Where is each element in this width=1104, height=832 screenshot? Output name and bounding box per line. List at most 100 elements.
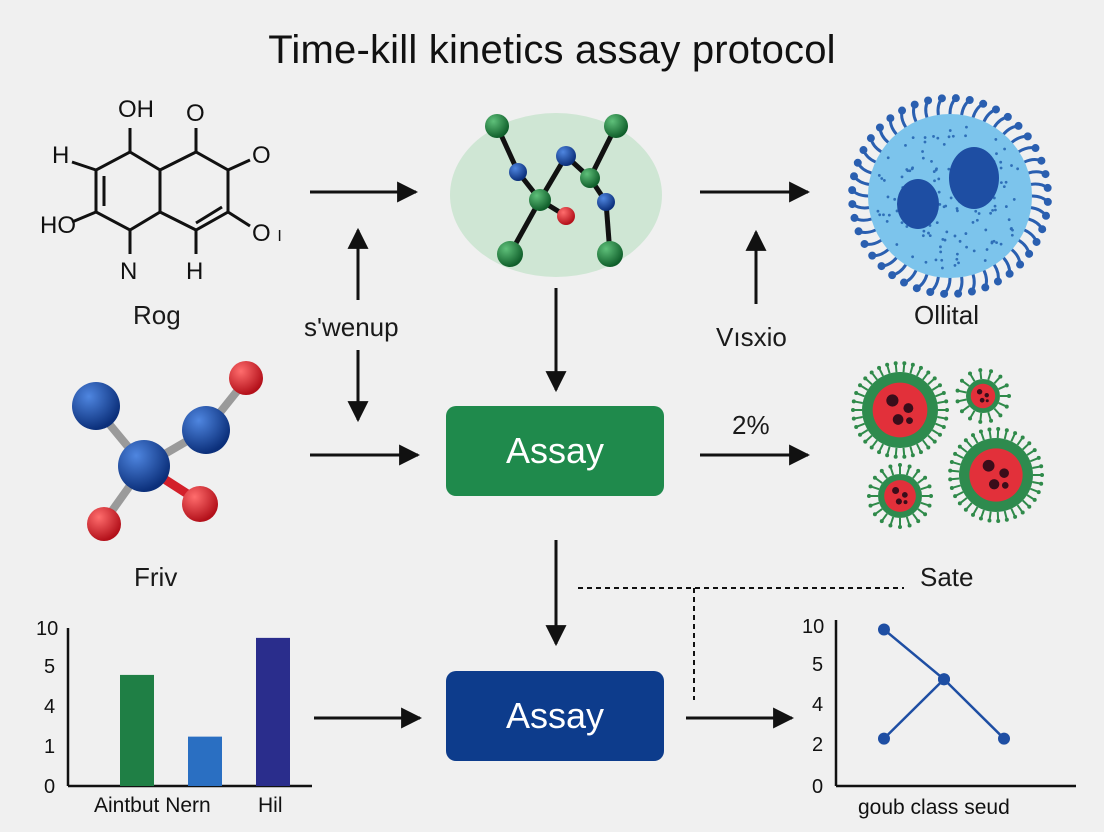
cell-dot xyxy=(984,228,988,232)
cell-dot xyxy=(994,138,998,141)
cell-spike-tip xyxy=(937,94,946,103)
cell-dot xyxy=(1012,198,1016,201)
cell-dot xyxy=(999,166,1003,170)
cell-dot xyxy=(999,181,1003,185)
cell-spike-tip xyxy=(967,287,976,296)
flow-arrows xyxy=(310,181,811,729)
cell-dot xyxy=(964,232,968,235)
atom-label-n: N xyxy=(120,258,138,285)
cell-dot xyxy=(921,234,925,238)
cell-dot xyxy=(983,259,987,262)
cell-dot xyxy=(993,204,997,208)
cell-dot xyxy=(947,167,951,171)
bar-ytick-10: 10 xyxy=(36,618,59,640)
atom-label-h-left: H xyxy=(52,142,70,169)
bar-nern xyxy=(188,736,222,786)
label-vsxio: Vısxio xyxy=(716,322,787,352)
cell-spike-tip xyxy=(954,289,963,298)
cell-dot xyxy=(908,169,912,173)
cell-spike-tip xyxy=(1025,249,1034,258)
cell-spike-tip xyxy=(926,287,935,296)
cell-dot xyxy=(911,255,914,259)
cell-spike-tip xyxy=(1005,269,1014,278)
cell-dot xyxy=(876,209,880,213)
cell-dot xyxy=(910,167,914,171)
bar-hil xyxy=(256,637,290,786)
label-percent: 2% xyxy=(732,410,770,440)
line-ytick-5: 5 xyxy=(812,654,824,676)
cell-dot xyxy=(885,220,889,223)
atom-label-o-right: O xyxy=(252,142,271,169)
cell-dot xyxy=(1002,185,1006,189)
page-title: Time-kill kinetics assay protocol xyxy=(268,28,836,72)
cell-dot xyxy=(955,257,959,261)
cell-spike-tip xyxy=(993,277,1002,286)
cell-dot xyxy=(948,129,952,132)
cell-dot xyxy=(943,238,947,242)
cell-dot xyxy=(932,135,935,138)
line-chart xyxy=(834,620,1076,788)
cell-spike-tip xyxy=(1041,170,1050,179)
cell-dot xyxy=(1010,233,1014,237)
cell-spike-tip xyxy=(1038,225,1047,234)
cell-dot xyxy=(964,134,967,138)
cell-spike-tip xyxy=(965,96,974,105)
cell-spike-tip xyxy=(860,239,869,248)
assay-box-blue: Assay xyxy=(446,671,664,761)
cell-dot xyxy=(939,250,943,254)
cell-dot xyxy=(921,150,924,153)
ball-stick-molecule xyxy=(72,361,263,541)
cell-dot xyxy=(893,197,897,201)
cell-dot xyxy=(1004,205,1008,208)
cell-dot xyxy=(878,213,882,217)
line-xlabel: goub class seud xyxy=(858,796,1010,819)
atom-label-o-top: O xyxy=(186,100,205,127)
cell-spike-tip xyxy=(877,262,886,271)
cell-dot xyxy=(904,144,907,147)
virus-particle xyxy=(955,368,1011,424)
cell-dot xyxy=(958,239,962,243)
cell-dot xyxy=(971,221,975,224)
label-friv: Friv xyxy=(134,562,178,592)
line-point xyxy=(878,732,890,745)
cell-dot xyxy=(935,221,939,225)
cell-spike-tip xyxy=(991,105,1000,114)
cell-dot xyxy=(955,252,959,256)
cell-dot xyxy=(905,168,909,171)
cell-spike-tip xyxy=(981,283,990,292)
label-sate: Sate xyxy=(920,562,974,592)
cell-dot xyxy=(933,179,936,183)
cell-spike-tip xyxy=(888,271,897,280)
label-rog: Rog xyxy=(133,300,181,330)
cell-dot xyxy=(923,140,927,144)
cell-dot xyxy=(977,212,981,215)
cell-spike-tip xyxy=(924,96,933,105)
cell-spike-tip xyxy=(875,123,884,132)
line-point xyxy=(878,623,890,636)
cell-dot xyxy=(989,211,993,215)
cell-dot xyxy=(990,240,994,244)
cell-dot xyxy=(935,167,938,171)
cell-dot xyxy=(965,125,968,129)
cell-dot xyxy=(1010,226,1013,230)
virus-particle xyxy=(851,361,949,459)
bar-ytick-0: 0 xyxy=(44,776,56,798)
cell-spike-tip xyxy=(854,227,863,236)
line-ytick-4: 4 xyxy=(812,694,824,716)
cell-spike-tip xyxy=(886,114,895,123)
cell-spike-tip xyxy=(1037,156,1046,165)
cell-dot xyxy=(1003,147,1006,151)
cell-spike-tip xyxy=(940,289,949,298)
cell-dot xyxy=(1010,164,1013,167)
dashed-connector xyxy=(578,587,904,700)
cell-dot xyxy=(942,143,946,146)
bar-ytick-5: 5 xyxy=(44,656,56,678)
bar-xlabel-right: Hil xyxy=(258,794,283,817)
atom-label-o-lower: O I xyxy=(252,220,282,247)
bar-aintbut xyxy=(120,674,154,786)
hexagon-molecule xyxy=(71,128,251,254)
cell-dot xyxy=(956,209,959,213)
cell-dot xyxy=(932,170,936,173)
line-ytick-10: 10 xyxy=(802,616,825,638)
